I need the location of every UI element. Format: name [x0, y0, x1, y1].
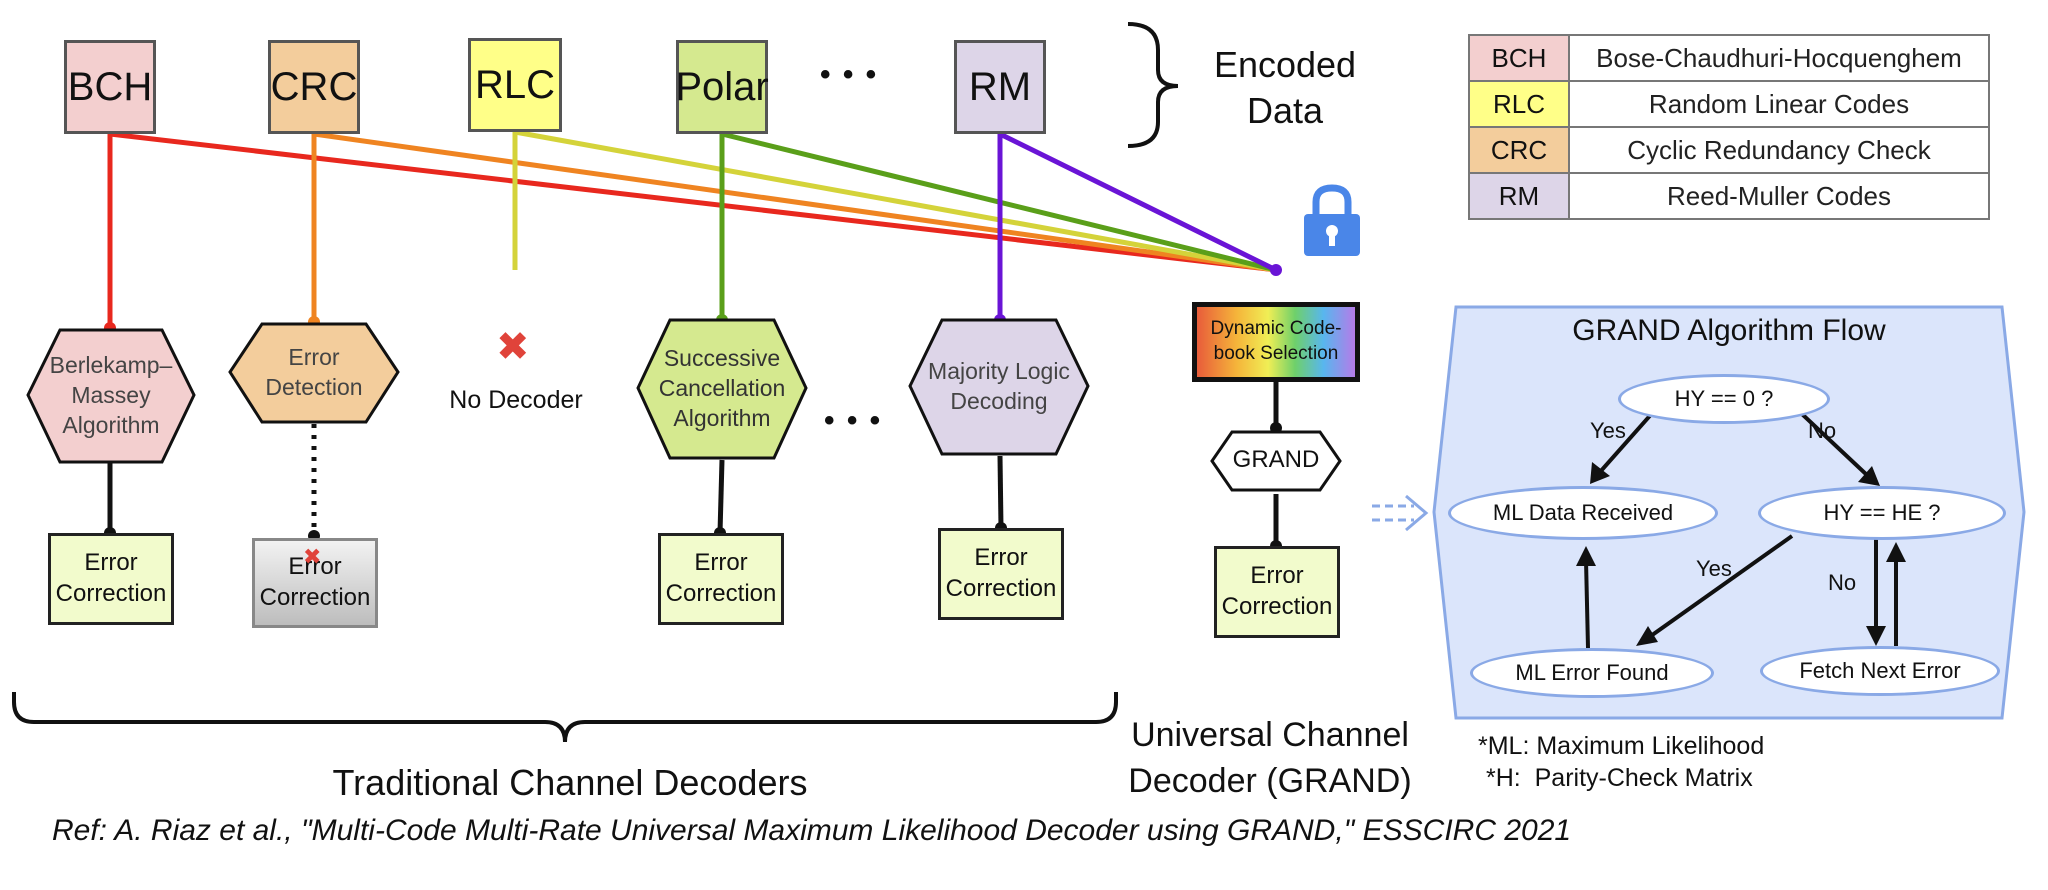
- line-bch-to-grand: [109, 131, 1277, 273]
- flow-node-ml-data-received: ML Data Received: [1448, 486, 1718, 540]
- code-box-bch: BCH: [64, 40, 156, 134]
- code-box-label: Polar: [675, 64, 769, 109]
- legend-table: BCH Bose-Chaudhuri-Hocquenghem RLC Rando…: [1468, 34, 1990, 220]
- grand-hexagon: [1210, 430, 1342, 492]
- legend-full: Random Linear Codes: [1568, 80, 1990, 128]
- bch-decoder-line-2: Massey: [71, 382, 151, 409]
- bch-decoder-line-3: Algorithm: [62, 411, 160, 438]
- flow-node-ml-error-found: ML Error Found: [1470, 648, 1714, 698]
- legend-abbr: RM: [1468, 172, 1570, 220]
- error-correction-bch: Error Correction: [48, 533, 174, 625]
- legend-full: Reed-Muller Codes: [1568, 172, 1990, 220]
- code-box-label: BCH: [67, 64, 153, 109]
- crc-decoder-line-2: Detection: [265, 374, 363, 400]
- rm-decoder-line-1: Majority Logic: [928, 358, 1070, 385]
- error-correction-line-2: Correction: [945, 575, 1057, 602]
- error-correction-line-1: Error: [974, 544, 1028, 572]
- error-correction-line-1: Error: [288, 553, 342, 581]
- lock-icon: [1304, 184, 1360, 256]
- code-box-rm: RM: [954, 40, 1046, 134]
- footnote-ml: *ML: Maximum Likelihood: [1478, 732, 1765, 760]
- crc-decoder-label: Error Detection: [232, 326, 396, 420]
- polar-decoder-line-2: Cancellation: [658, 375, 786, 402]
- legend-full: Cyclic Redundancy Check: [1568, 126, 1990, 174]
- universal-decoder-label: Universal Channel Decoder (GRAND): [1110, 712, 1430, 804]
- error-correction-line-1: Error: [694, 549, 748, 577]
- polar-decoder-hexagon: [636, 318, 808, 460]
- crc-decoder-line-1: Error: [288, 344, 340, 371]
- legend-abbr: CRC: [1468, 126, 1570, 174]
- connector-rm: [997, 455, 1004, 529]
- bch-decoder-label: Berlekamp– Massey Algorithm: [28, 332, 194, 460]
- legend-abbr: BCH: [1468, 34, 1570, 82]
- legend-row: CRC Cyclic Redundancy Check: [1468, 126, 1990, 174]
- error-correction-crc-disabled: Error Correction: [252, 538, 378, 628]
- code-box-crc: CRC: [268, 40, 360, 134]
- legend-row: RLC Random Linear Codes: [1468, 80, 1990, 128]
- double-arrow-icon: [1372, 494, 1429, 532]
- universal-label-line-1: Universal Channel: [1131, 716, 1409, 754]
- code-box-rlc: RLC: [468, 38, 562, 132]
- error-correction-line-2: Correction: [1221, 593, 1333, 620]
- codebook-selection-box: Dynamic Code- book Selection: [1192, 302, 1360, 382]
- polar-decoder-label: Successive Cancellation Algorithm: [640, 322, 804, 456]
- flow-label-yes-1: Yes: [1590, 418, 1626, 443]
- flow-node-fetch-next-error: Fetch Next Error: [1760, 646, 2000, 696]
- line-crc-to-grand: [313, 131, 1277, 273]
- encoded-data-line-1: Encoded: [1213, 44, 1357, 85]
- line-rlc-to-grand: [514, 129, 1277, 273]
- code-box-polar: Polar: [675, 40, 769, 134]
- crc-decoder-hexagon: [228, 322, 400, 424]
- error-correction-line-2: Correction: [665, 580, 777, 607]
- flow-label-no-1: No: [1808, 418, 1837, 443]
- error-correction-line-2: Correction: [259, 584, 371, 611]
- flow-label-yes-2: Yes: [1696, 556, 1732, 581]
- error-correction-line-1: Error: [1250, 562, 1304, 590]
- reference-citation: Ref: A. Riaz et al., "Multi-Code Multi-R…: [52, 814, 1572, 847]
- code-box-label: RM: [968, 64, 1032, 109]
- universal-label-line-2: Decoder (GRAND): [1128, 762, 1412, 800]
- connector-polar: [717, 459, 725, 534]
- decoder-ellipsis: • • •: [824, 404, 883, 437]
- flow-node-hy-zero: HY == 0 ?: [1618, 374, 1830, 424]
- rm-decoder-label: Majority Logic Decoding: [912, 322, 1086, 452]
- encoded-data-label: Encoded Data: [1190, 42, 1380, 134]
- legend-row: BCH Bose-Chaudhuri-Hocquenghem: [1468, 34, 1990, 82]
- node-dot-grand: [1270, 264, 1282, 276]
- footnote-h: *H: Parity-Check Matrix: [1486, 764, 1753, 792]
- traditional-brace: [12, 692, 1118, 743]
- x-mark-icon: ✖: [303, 544, 322, 569]
- flow-label-no-2: No: [1828, 570, 1857, 595]
- codebook-line-1: Dynamic Code-: [1210, 318, 1342, 340]
- legend-abbr: RLC: [1468, 80, 1570, 128]
- polar-decoder-line-3: Algorithm: [673, 404, 771, 431]
- flow-node-hy-equals-he: HY == HE ?: [1758, 486, 2006, 540]
- code-box-label: CRC: [270, 64, 358, 109]
- bch-decoder-hexagon: [26, 328, 196, 464]
- codebook-line-2: book Selection: [1213, 343, 1339, 364]
- code-ellipsis: • • •: [820, 58, 879, 91]
- grand-hexagon-label: GRAND: [1232, 446, 1320, 473]
- error-correction-polar: Error Correction: [658, 533, 784, 625]
- flow-title: GRAND Algorithm Flow: [1572, 314, 1886, 347]
- legend-full: Bose-Chaudhuri-Hocquenghem: [1568, 34, 1990, 82]
- traditional-decoders-label: Traditional Channel Decoders: [332, 762, 808, 803]
- error-correction-grand: Error Correction: [1214, 546, 1340, 638]
- polar-decoder-line-1: Successive: [663, 345, 781, 372]
- error-correction-rm: Error Correction: [938, 528, 1064, 620]
- encoded-data-brace: [1127, 22, 1179, 148]
- code-box-label: RLC: [474, 62, 556, 107]
- x-mark-icon: ✖: [496, 325, 530, 369]
- encoded-data-line-2: Data: [1246, 90, 1324, 131]
- legend-row: RM Reed-Muller Codes: [1468, 172, 1990, 220]
- error-correction-line-1: Error: [84, 549, 138, 577]
- no-decoder-label: No Decoder: [449, 386, 583, 414]
- line-rm-to-grand: [998, 131, 1278, 273]
- rm-decoder-line-2: Decoding: [950, 388, 1048, 414]
- rm-decoder-hexagon: [908, 318, 1090, 456]
- bch-decoder-line-1: Berlekamp–: [49, 352, 173, 379]
- error-correction-line-2: Correction: [55, 580, 167, 607]
